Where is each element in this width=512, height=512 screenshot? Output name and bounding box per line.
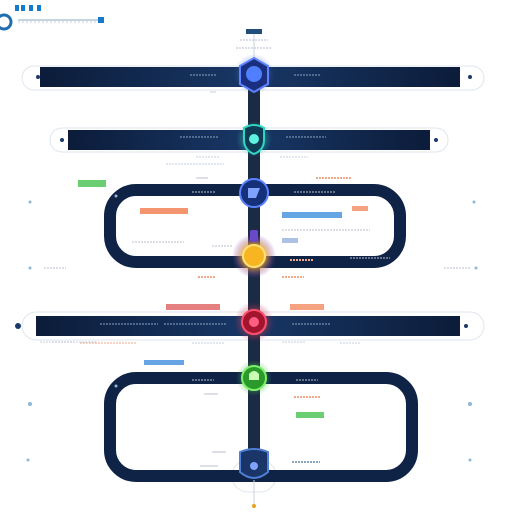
top-cap xyxy=(246,29,262,34)
navy-bottom-node[interactable] xyxy=(239,448,269,479)
bottom-dot xyxy=(252,504,256,508)
bar-1-labels xyxy=(190,74,320,93)
bar-1-left-dot xyxy=(36,75,40,79)
mid-labels xyxy=(166,259,324,310)
loop-2-labels xyxy=(192,379,324,467)
teal-shield-node[interactable] xyxy=(236,121,272,157)
crimson-circle-node[interactable] xyxy=(234,302,274,342)
top-label-dashes xyxy=(236,39,272,49)
navy-circle-node[interactable] xyxy=(239,178,269,208)
green-circle-node[interactable] xyxy=(236,360,272,396)
green-tag-1 xyxy=(78,180,106,187)
right-small-dashes xyxy=(44,267,470,343)
bar-2-right-dot xyxy=(434,138,438,142)
bar-2-left-dot xyxy=(60,138,64,142)
blue-hexagon-node[interactable] xyxy=(234,54,274,94)
bar-2-labels xyxy=(166,136,326,165)
bar-1-right-dot xyxy=(468,75,472,79)
logo-mark xyxy=(0,13,13,31)
loop-1-labels xyxy=(132,177,390,259)
amber-bulb-node[interactable] xyxy=(232,230,276,278)
bar-3-right-dot xyxy=(464,324,468,328)
logo-squiggle-text xyxy=(15,5,104,23)
bar-3-left-dot xyxy=(15,323,21,329)
